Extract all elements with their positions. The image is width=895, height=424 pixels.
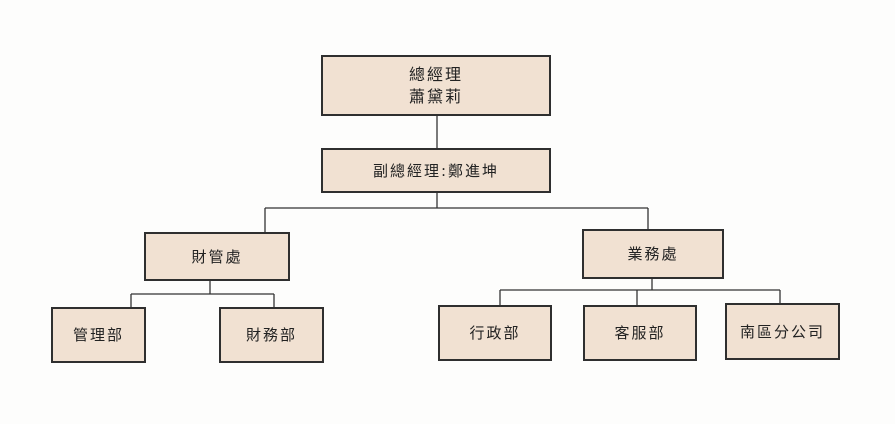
accounting-dept-box: 財務部 bbox=[219, 307, 324, 363]
customer-service-dept-box: 客服部 bbox=[583, 305, 697, 361]
management-dept-label: 管理部 bbox=[72, 326, 124, 344]
general-manager-title: 總經理 bbox=[408, 64, 463, 84]
management-dept-box: 管理部 bbox=[51, 307, 146, 363]
business-division-label: 業務處 bbox=[627, 245, 679, 263]
general-manager-name: 蕭黛莉 bbox=[408, 86, 463, 106]
finance-division-label: 財管處 bbox=[191, 247, 243, 266]
customer-service-dept-label: 客服部 bbox=[614, 324, 666, 342]
admin-dept-label: 行政部 bbox=[469, 324, 521, 342]
business-division-box: 業務處 bbox=[582, 229, 724, 279]
finance-division-box: 財管處 bbox=[144, 232, 290, 281]
vice-general-manager-label: 副總經理:鄭進坤 bbox=[372, 161, 500, 180]
vice-general-manager-box: 副總經理:鄭進坤 bbox=[321, 148, 551, 193]
south-branch-box: 南區分公司 bbox=[725, 303, 840, 360]
admin-dept-box: 行政部 bbox=[438, 305, 552, 361]
general-manager-box: 總經理 蕭黛莉 bbox=[321, 55, 551, 116]
accounting-dept-label: 財務部 bbox=[245, 326, 297, 344]
south-branch-label: 南區分公司 bbox=[739, 322, 825, 341]
